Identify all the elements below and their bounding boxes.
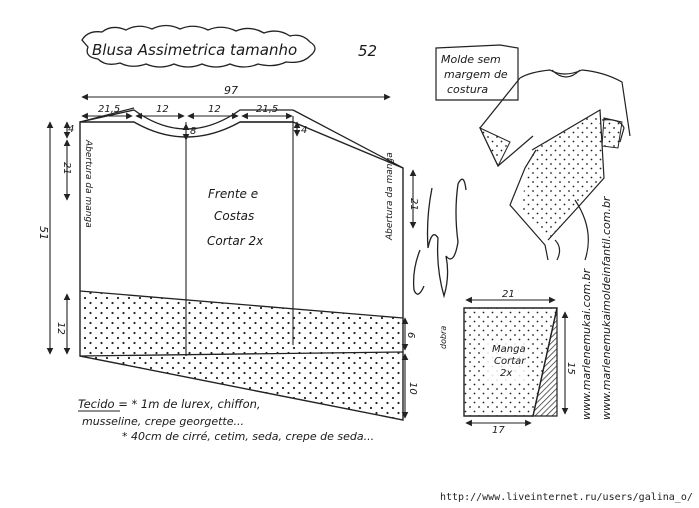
shoulder-left-label: 4 (68, 124, 74, 135)
sleeve-top-label: 21 (502, 289, 515, 300)
website-1: www.marlenemukai.com.br (580, 267, 593, 420)
armhole-right-label: Abertura da manga (385, 152, 395, 241)
sketch-sleeve-right-dots (601, 117, 623, 149)
note-line-1: Molde sem (441, 53, 501, 66)
front-label-1: Frente e (208, 187, 258, 201)
front-label-3: Cortar 2x (207, 234, 264, 248)
shoulder-right-label: 4 (301, 125, 307, 136)
note-line-2: margem de (444, 68, 508, 81)
front-pattern (79, 107, 404, 421)
armhole-left-value: 21 (61, 162, 72, 175)
sleeve-height-label: 15 (565, 362, 576, 375)
front-lower-band (80, 291, 403, 356)
note-box (435, 44, 519, 101)
height-left-label: 51 (37, 226, 50, 240)
sleeve-label-2: Cortar (494, 356, 526, 367)
website-2: www.marlenemukaimoldeinfantil.com.br (600, 195, 613, 420)
front-bottom-band (80, 352, 403, 420)
sleeve-pattern (463, 307, 558, 417)
front-seg-3: 12 (208, 104, 221, 115)
fabric-line-1: Tecido = * 1m de lurex, chiffon, (78, 397, 261, 411)
neck-depth-label: 8 (190, 126, 196, 137)
lower-right-b-label: 10 (407, 382, 418, 395)
sleeve-hatched (532, 307, 558, 417)
page-title: Blusa Assimetrica tamanho (92, 41, 297, 59)
lower-right-a-label: 6 (405, 332, 416, 338)
sleeve-bottom-label: 17 (492, 425, 505, 436)
sketch-dot-panel (520, 110, 604, 240)
sleeve-label-1: Manga (492, 344, 526, 355)
fabric-line-2: musseline, crepe georgette... (82, 415, 244, 428)
footer-url: http://www.liveinternet.ru/users/galina_… (440, 492, 693, 503)
sleeve-label-3: 2x (500, 368, 512, 379)
front-label-2: Costas (214, 209, 254, 223)
front-width-label: 97 (224, 84, 238, 97)
signature-mark (412, 178, 467, 299)
size-label: 52 (358, 42, 377, 60)
front-seg-2: 12 (156, 104, 169, 115)
sleeve-fold-label: dobra (439, 326, 448, 349)
lower-left-label: 12 (55, 322, 66, 335)
armhole-right-value: 21 (408, 198, 419, 211)
title-cloud (81, 24, 316, 68)
front-seg-4: 21,5 (256, 104, 278, 115)
sketch-sleeve-dots (478, 126, 511, 168)
front-seg-1: 21,5 (98, 104, 120, 115)
fabric-line-3: * 40cm de cirré, cetim, seda, crepe de s… (122, 430, 374, 443)
armhole-left-label: Abertura da manga (83, 139, 93, 228)
note-line-3: costura (447, 83, 488, 96)
